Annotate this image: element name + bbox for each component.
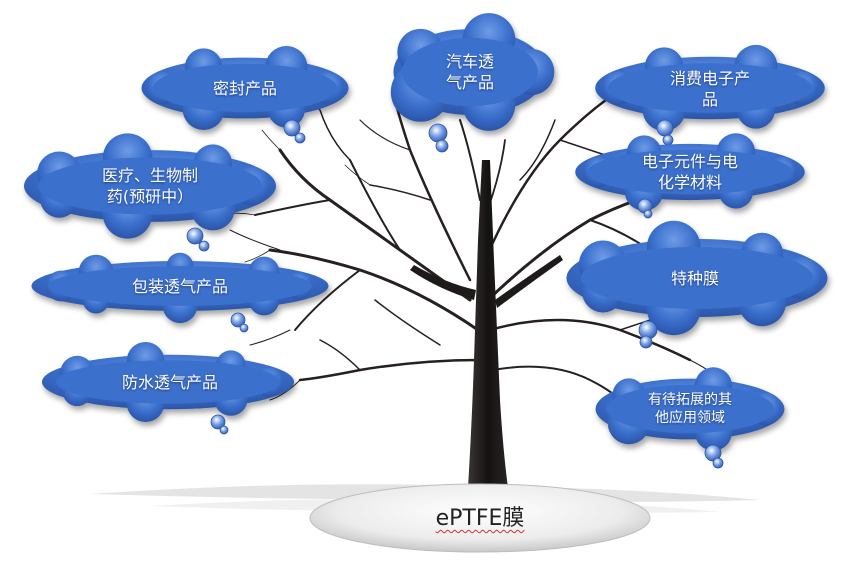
cloud-automotive xyxy=(390,13,555,131)
cloud-packaging xyxy=(31,252,329,324)
thought-bubble-medical-0 xyxy=(186,227,204,245)
thought-bubble-electronic-1 xyxy=(643,209,653,219)
thought-bubble-other-1 xyxy=(712,457,724,469)
thought-bubble-automotive-1 xyxy=(435,139,449,153)
cloud-other xyxy=(595,367,785,451)
thought-bubble-consumer-1 xyxy=(662,134,674,146)
cloud-medical xyxy=(24,133,276,239)
root-label: ePTFE膜 xyxy=(435,506,525,531)
thought-bubble-waterproof-1 xyxy=(219,425,229,435)
thought-bubble-packaging-1 xyxy=(239,323,249,333)
tree-trunk xyxy=(410,160,563,488)
thought-bubble-medical-1 xyxy=(198,240,210,252)
cloud-sealing xyxy=(141,45,349,131)
cloud-special xyxy=(566,220,828,336)
cloud-consumer xyxy=(595,44,825,132)
cloud-waterproof xyxy=(42,341,294,423)
thought-bubble-special-1 xyxy=(639,335,653,349)
thought-bubble-packaging-0 xyxy=(230,312,246,328)
thought-bubble-waterproof-0 xyxy=(210,414,226,430)
thought-bubble-automotive-0 xyxy=(428,123,448,143)
base-ellipse xyxy=(309,483,651,553)
thought-bubble-sealing-1 xyxy=(294,132,306,144)
cloud-electronic xyxy=(575,133,805,211)
clouds-layer xyxy=(24,13,828,469)
thought-bubble-sealing-0 xyxy=(283,119,301,137)
tree-branches xyxy=(224,74,721,426)
thought-bubble-consumer-0 xyxy=(656,119,674,137)
